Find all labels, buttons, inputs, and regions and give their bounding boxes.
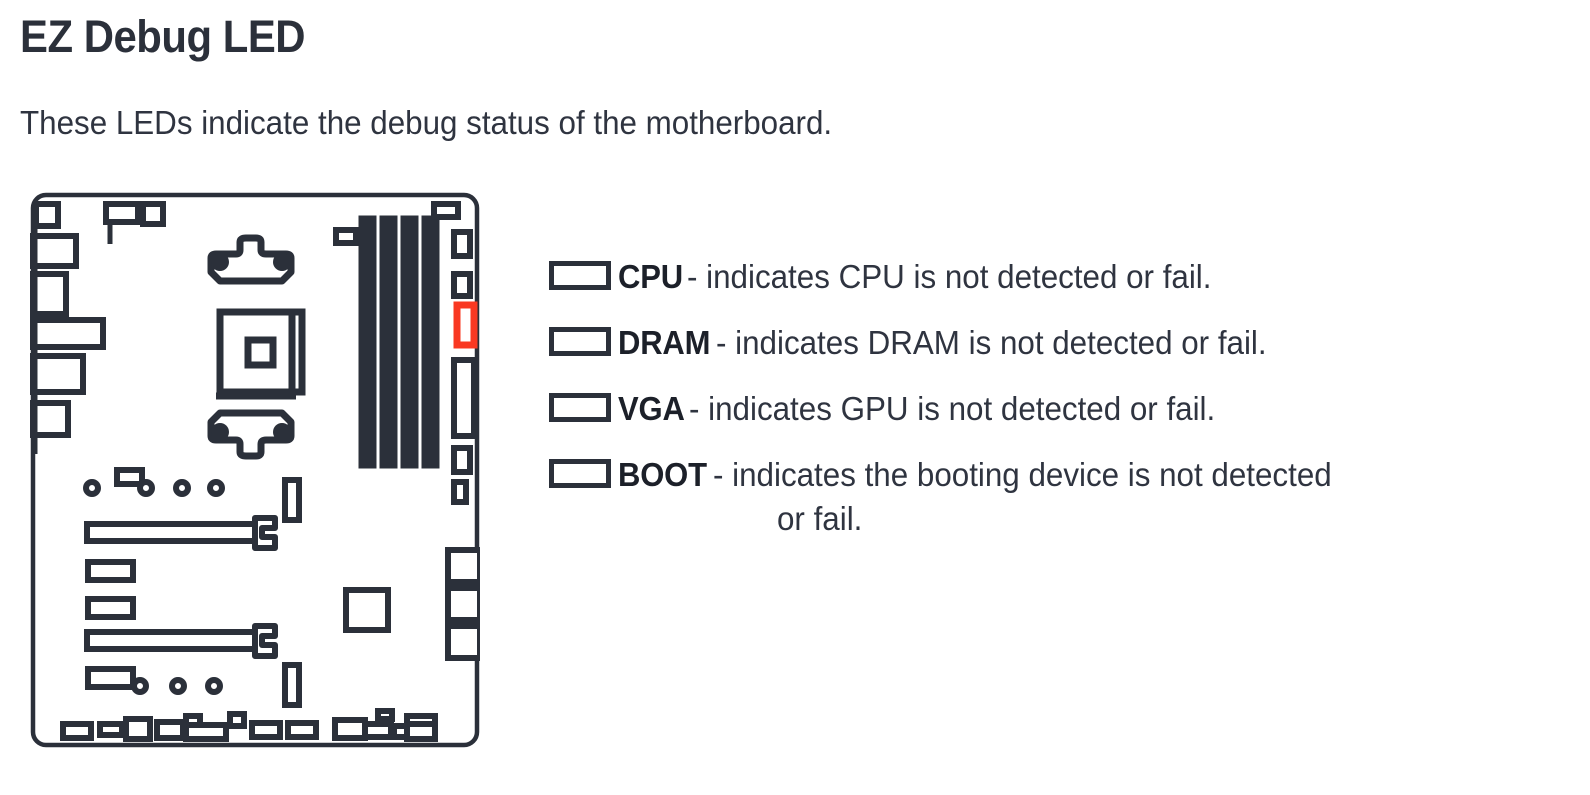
legend-item-boot: BOOT- indicates the booting device is no… (549, 456, 1589, 538)
standoff-hole-3 (173, 479, 191, 497)
header-near-dimm (333, 227, 359, 246)
front-panel-header-9 (285, 720, 319, 740)
atx-24pin-connector (451, 357, 477, 439)
dimm-slot-2 (379, 215, 398, 469)
cpu-bracket-bottom-pivot-left (211, 423, 229, 441)
front-panel-header-11 (362, 721, 394, 740)
ez-debug-led-highlight (453, 301, 478, 349)
cpu-bracket-bottom-pivot-right (273, 423, 291, 441)
pcie-slot-2-group (84, 623, 278, 659)
top-header-2 (140, 201, 166, 227)
cpu-socket-group (207, 234, 306, 460)
standoff-hole-group-lower (131, 677, 223, 695)
m2-shield-top (282, 477, 302, 523)
front-panel-header-15 (404, 721, 438, 742)
page-title: EZ Debug LED (20, 11, 306, 62)
sata-port-block-2 (445, 585, 480, 623)
cpu-bracket-top-pivot-left (211, 253, 229, 271)
cpu-socket-center (244, 336, 277, 369)
legend-desc-cpu: - indicates CPU is not detected or fail. (687, 258, 1212, 295)
io-port-small-top (33, 201, 61, 229)
dimm-slot-4 (421, 215, 440, 469)
pcie-slot-1-latch (252, 515, 278, 551)
pcie-slot-1 (84, 521, 258, 544)
cpu-bracket-top-pivot-right (273, 253, 291, 271)
cpu-bracket-bottom (207, 409, 295, 460)
front-panel-header-1 (60, 721, 94, 741)
legend-desc-dram: - indicates DRAM is not detected or fail… (716, 324, 1267, 361)
led-indicator-icon (549, 260, 611, 290)
legend-desc-vga: - indicates GPU is not detected or fail. (688, 390, 1216, 427)
io-port-3 (30, 317, 106, 350)
pcie-x1-slot-2 (85, 596, 136, 620)
right-header-2 (451, 271, 473, 299)
legend-item-dram: DRAM- indicates DRAM is not detected or … (549, 324, 1589, 362)
legend-label-vga: VGA (618, 390, 685, 427)
legend-desc-boot: - indicates the booting device is not de… (712, 456, 1332, 493)
right-header-4 (451, 479, 469, 505)
led-indicator-icon (549, 392, 611, 422)
page-subtitle: These LEDs indicate the debug status of … (20, 104, 833, 141)
front-panel-header-8 (249, 720, 283, 740)
pcie-slot-2 (84, 629, 258, 652)
legend-label-cpu: CPU (618, 258, 683, 295)
standoff-hole-4 (207, 479, 225, 497)
io-port-4 (30, 353, 86, 395)
standoff-hole-group (83, 479, 225, 497)
sata-port-block-3 (445, 623, 480, 661)
header-top-right (431, 201, 461, 220)
led-legend-list: CPU- indicates CPU is not detected or fa… (549, 258, 1589, 538)
cpu-socket-lever (216, 310, 296, 400)
standoff-hole-1 (83, 479, 101, 497)
legend-label-boot: BOOT (618, 456, 707, 493)
bottom-header-row (60, 708, 438, 742)
front-panel-header-6 (183, 722, 229, 742)
front-panel-header-12 (375, 708, 395, 722)
sata-port-block-1 (445, 547, 480, 585)
pcie-x1-slot-3 (85, 666, 136, 690)
pcie-slot-2-latch (252, 623, 278, 659)
m2-shield-bottom (282, 662, 302, 708)
io-port-5 (30, 400, 71, 438)
mid-header-small (114, 467, 145, 487)
chipset-heatsink (343, 587, 391, 633)
board-outline (30, 192, 480, 748)
front-panel-header-7 (227, 711, 247, 729)
led-indicator-icon (549, 458, 611, 488)
front-panel-header-3 (123, 716, 153, 742)
legend-item-vga: VGA- indicates GPU is not detected or fa… (549, 390, 1589, 428)
pcie-x1-slot-1 (85, 559, 136, 583)
standoff-hole-6 (169, 677, 187, 695)
io-port-2 (30, 271, 69, 317)
motherboard-svg (30, 192, 480, 748)
cpu-bracket-top (207, 234, 295, 285)
led-indicator-icon (549, 326, 611, 356)
front-panel-header-2 (97, 721, 125, 738)
front-panel-header-10 (332, 717, 368, 741)
motherboard-diagram (30, 192, 480, 748)
standoff-hole-5 (131, 677, 149, 695)
legend-item-cpu: CPU- indicates CPU is not detected or fa… (549, 258, 1589, 296)
standoff-hole-7 (205, 677, 223, 695)
right-header-3 (451, 445, 473, 475)
legend-desc-boot-line2: or fail. (777, 500, 863, 537)
pcie-slot-1-group (84, 515, 278, 551)
dimm-slot-group (358, 215, 440, 469)
front-panel-header-4 (154, 719, 186, 741)
io-port-1 (30, 233, 79, 269)
dimm-slot-1 (358, 215, 377, 469)
top-header-1 (103, 201, 141, 225)
dimm-slot-3 (400, 215, 419, 469)
right-header-1 (451, 229, 473, 259)
legend-label-dram: DRAM (618, 324, 711, 361)
standoff-hole-2 (137, 479, 155, 497)
